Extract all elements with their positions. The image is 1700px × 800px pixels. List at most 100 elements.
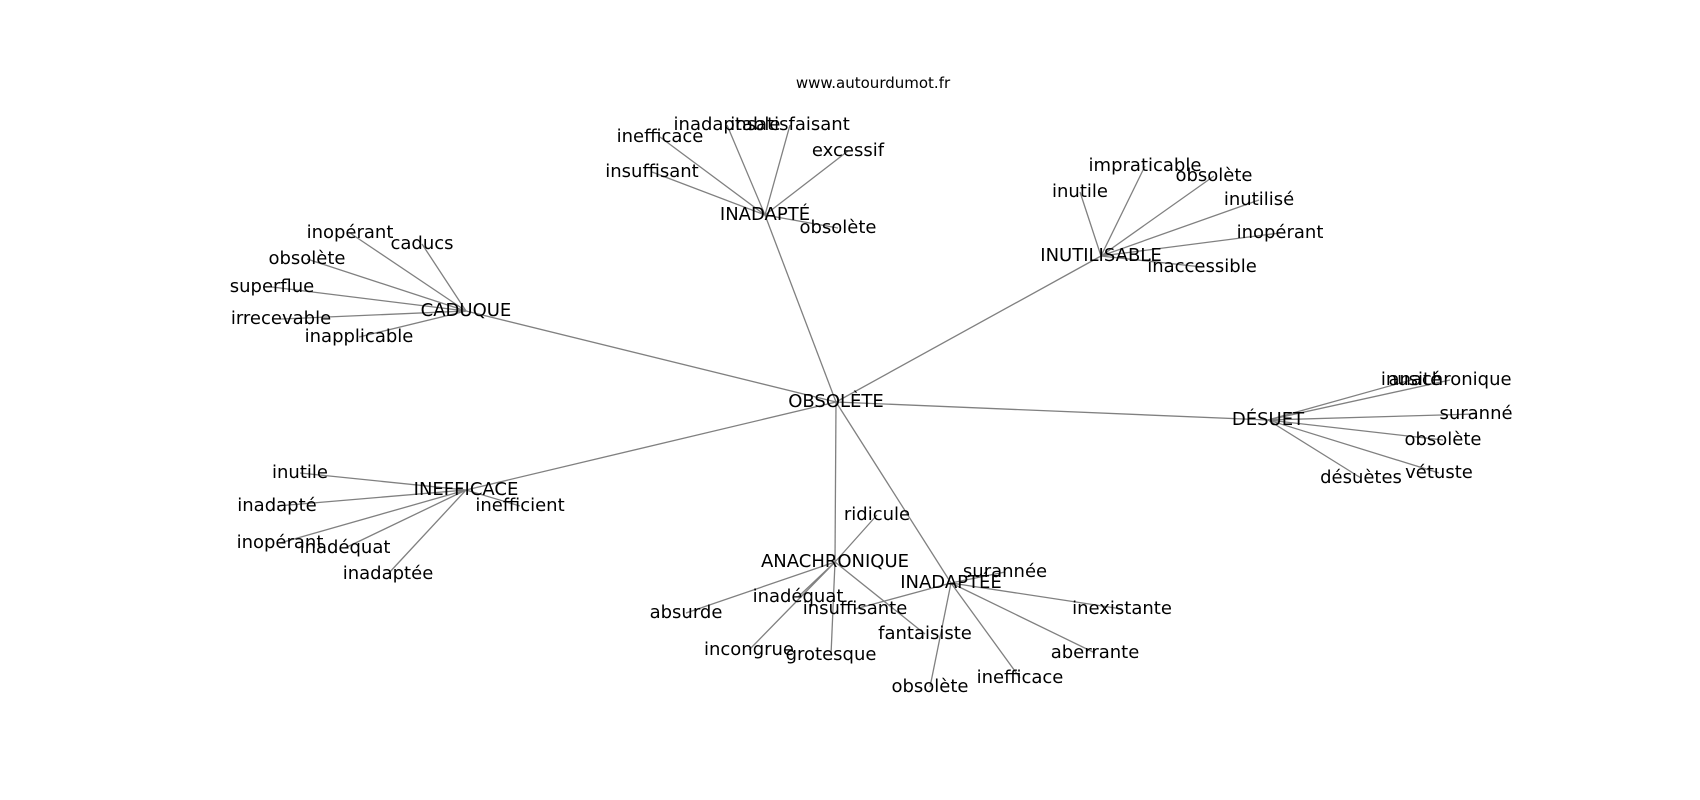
leaf-node-inutilisable-obsolete: obsolète bbox=[1175, 165, 1252, 186]
edge-inutilisable-inaccessible bbox=[1100, 255, 1203, 268]
leaf-node-desuet-vetuste: vétuste bbox=[1405, 462, 1473, 483]
leaf-node-caduque-obsolete: obsolète bbox=[268, 248, 345, 269]
edge-inefficace-inoperant bbox=[279, 489, 467, 544]
leaf-node-inadaptee-aberrante: aberrante bbox=[1051, 642, 1140, 663]
cluster-node-inadapte: INADAPTÉ bbox=[720, 203, 810, 225]
leaf-node-inefficace-inutile: inutile bbox=[272, 462, 328, 483]
leaf-node-caduque-superflue: superflue bbox=[230, 276, 315, 297]
center-node-obsolete: OBSOLÈTE bbox=[788, 390, 884, 412]
edge-desuet-desuetes bbox=[1267, 419, 1362, 479]
leaf-node-anachronique-fantaisiste: fantaisiste bbox=[878, 623, 972, 644]
leaf-node-inefficace-inefficient: inefficient bbox=[475, 495, 564, 516]
edge-anachronique-ridicule bbox=[834, 514, 878, 563]
edge-anachronique-fantaisiste bbox=[834, 561, 926, 635]
edge-inadapte-insatisfaisant bbox=[764, 124, 791, 216]
edge-caduque-inoperant bbox=[349, 232, 467, 312]
leaf-node-inadaptee-obsolete: obsolète bbox=[891, 676, 968, 697]
edge-anachronique-absurde bbox=[685, 561, 836, 614]
edge-inefficace-inutile bbox=[299, 472, 467, 491]
cluster-node-caduque: CADUQUE bbox=[421, 300, 512, 321]
edge-center-inadaptee bbox=[835, 401, 952, 584]
graph-labels: www.autourdumot.fr OBSOLÈTEINADAPTÉinada… bbox=[230, 74, 1513, 697]
edge-inadaptee-inefficace bbox=[950, 582, 1021, 679]
edge-inutilisable-inutilise bbox=[1100, 199, 1260, 257]
leaf-node-inefficace-inoperant: inopérant bbox=[237, 532, 324, 553]
leaf-node-anachronique-absurde: absurde bbox=[650, 602, 723, 623]
edge-inutilisable-inutile bbox=[1079, 191, 1102, 257]
edge-inadapte-inadaptable bbox=[726, 124, 766, 216]
edge-inefficace-inadapte bbox=[276, 489, 467, 507]
edge-inadaptee-inexistante bbox=[950, 582, 1123, 610]
cluster-node-inadaptee: INADAPTÉE bbox=[900, 571, 1002, 593]
leaf-node-inadapte-insatisfaisant: insatisfaisant bbox=[730, 114, 850, 135]
leaf-node-inadaptee-insuffisante: insuffisante bbox=[803, 598, 908, 619]
leaf-node-caduque-inoperant: inopérant bbox=[307, 222, 394, 243]
edge-inadaptee-obsolete bbox=[929, 582, 952, 688]
edge-anachronique-incongrue bbox=[748, 561, 836, 651]
leaf-node-inadaptee-inexistante: inexistante bbox=[1072, 598, 1172, 619]
leaf-node-inutilisable-impraticable: impraticable bbox=[1089, 155, 1202, 176]
cluster-node-inutilisable: INUTILISABLE bbox=[1040, 245, 1161, 266]
leaf-node-caduque-inapplicable: inapplicable bbox=[305, 326, 414, 347]
leaf-node-inutilisable-inaccessible: inaccessible bbox=[1147, 256, 1257, 277]
edge-inefficace-inadaptee bbox=[387, 489, 467, 575]
leaf-node-inadapte-obsolete: obsolète bbox=[799, 217, 876, 238]
leaf-node-inutilisable-inoperant: inopérant bbox=[1237, 222, 1324, 243]
leaf-node-inadaptee-surannee: surannée bbox=[963, 561, 1047, 582]
edge-inadaptee-aberrante bbox=[950, 582, 1096, 654]
leaf-node-inutilisable-inutile: inutile bbox=[1052, 181, 1108, 202]
leaf-node-inefficace-inadequat: inadéquat bbox=[300, 537, 391, 558]
edge-inadaptee-surannee bbox=[950, 571, 1006, 584]
edge-inadapte-obsolete bbox=[764, 214, 839, 229]
edge-inutilisable-impraticable bbox=[1100, 165, 1146, 257]
edge-inadapte-excessif bbox=[764, 150, 849, 216]
leaf-node-inadapte-insuffisant: insuffisant bbox=[605, 161, 698, 182]
cluster-node-inefficace: INEFFICACE bbox=[414, 479, 519, 500]
edge-inadapte-inefficace bbox=[659, 136, 766, 216]
leaf-node-desuet-anachronique: anachronique bbox=[1388, 369, 1511, 390]
edge-inadapte-insuffisant bbox=[651, 171, 766, 216]
edge-inefficace-inefficient bbox=[465, 489, 521, 507]
edge-center-desuet bbox=[835, 401, 1269, 421]
leaf-node-inutilisable-inutilise: inutilisé bbox=[1224, 189, 1294, 210]
edge-inutilisable-inoperant bbox=[1100, 232, 1281, 257]
edge-center-inefficace bbox=[465, 401, 837, 491]
leaf-node-desuet-obsolete: obsolète bbox=[1404, 429, 1481, 450]
edge-center-anachronique bbox=[834, 401, 837, 563]
edge-desuet-vetuste bbox=[1267, 419, 1440, 474]
edge-inefficace-inadequat bbox=[344, 489, 467, 549]
leaf-node-anachronique-ridicule: ridicule bbox=[844, 504, 910, 525]
leaf-node-inadapte-inefficace: inefficace bbox=[617, 126, 704, 147]
leaf-node-anachronique-inadequat: inadéquat bbox=[753, 586, 844, 607]
leaf-node-anachronique-incongrue: incongrue bbox=[704, 639, 794, 660]
leaf-node-caduque-irrecevable: irrecevable bbox=[231, 308, 331, 329]
edge-inutilisable-obsolete bbox=[1100, 175, 1215, 257]
edge-anachronique-grotesque bbox=[830, 561, 836, 656]
leaf-node-inadapte-inadaptable: inadaptable bbox=[674, 114, 781, 135]
leaf-node-inefficace-inadapte: inadapté bbox=[237, 495, 316, 516]
graph-edges bbox=[271, 124, 1477, 688]
edge-caduque-irrecevable bbox=[280, 310, 467, 320]
leaf-node-inadapte-excessif: excessif bbox=[812, 140, 885, 161]
edge-center-inutilisable bbox=[835, 255, 1102, 403]
leaf-node-desuet-desuetes: désuètes bbox=[1320, 467, 1402, 488]
leaf-node-desuet-suranne: suranné bbox=[1439, 403, 1512, 424]
leaf-node-anachronique-grotesque: grotesque bbox=[786, 644, 877, 665]
edge-desuet-inusite bbox=[1267, 379, 1412, 421]
edge-desuet-suranne bbox=[1267, 413, 1477, 421]
edge-caduque-superflue bbox=[271, 286, 467, 312]
leaf-node-inefficace-inadaptee: inadaptée bbox=[343, 563, 434, 584]
edge-caduque-obsolete bbox=[306, 258, 467, 312]
leaf-node-caduque-caducs: caducs bbox=[390, 233, 453, 254]
edge-caduque-caducs bbox=[421, 243, 467, 312]
edge-center-inadapte bbox=[764, 214, 837, 403]
cluster-node-desuet: DÉSUET bbox=[1232, 408, 1305, 430]
edge-desuet-obsolete bbox=[1267, 419, 1444, 441]
leaf-node-inadaptee-inefficace: inefficace bbox=[977, 667, 1064, 688]
leaf-node-desuet-inusite: inusité bbox=[1381, 369, 1441, 390]
edge-caduque-inapplicable bbox=[358, 310, 467, 338]
edge-center-caduque bbox=[465, 310, 837, 403]
edge-inadaptee-insuffisante bbox=[854, 582, 952, 610]
edge-desuet-anachronique bbox=[1267, 379, 1451, 421]
